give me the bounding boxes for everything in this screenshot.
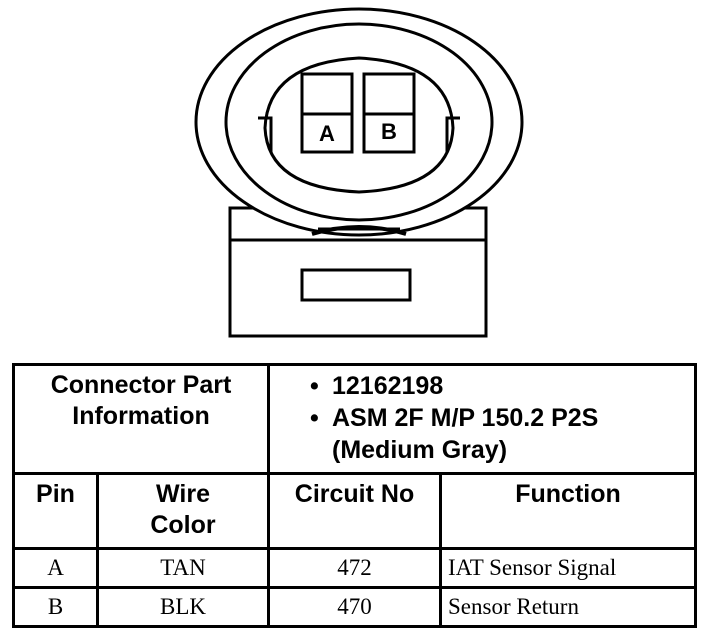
part-info-row: Connector Part Information •12162198 •AS… [12, 363, 698, 475]
part-number-2: •ASM 2F M/P 150.2 P2S [310, 404, 599, 432]
table-row: A TAN 472 IAT Sensor Signal [12, 547, 698, 589]
cell-wire-color: BLK [96, 586, 270, 628]
header-function: Function [438, 472, 698, 550]
pin-label-b: B [381, 119, 397, 144]
bullet-icon: • [310, 404, 319, 432]
cell-pin: A [12, 547, 99, 589]
cell-circuit-no: 472 [267, 547, 442, 589]
table-row: B BLK 470 Sensor Return [12, 586, 698, 628]
part-label-line2: Information [72, 402, 210, 430]
cell-function: Sensor Return [438, 586, 698, 628]
part-label-line1: Connector Part [50, 371, 232, 399]
cell-pin: B [12, 586, 99, 628]
keying-notch [311, 225, 407, 236]
header-circuit-no: Circuit No [267, 472, 442, 550]
part-info-values: •12162198 •ASM 2F M/P 150.2 P2S (Medium … [266, 363, 698, 475]
part-info-label: Connector Part Information [12, 363, 270, 475]
right-latch [445, 116, 460, 152]
connector-diagram: A B [194, 7, 524, 338]
cell-wire-color: TAN [96, 547, 270, 589]
connector-outer-shell [194, 7, 524, 237]
cell-circuit-no: 470 [267, 586, 442, 628]
left-latch [258, 116, 273, 152]
connector-inner-ring [263, 56, 455, 194]
connector-mid-ring [224, 22, 494, 222]
locking-tab-slot [300, 268, 412, 302]
pin-label-a: A [319, 121, 335, 146]
part-color: (Medium Gray) [332, 436, 508, 464]
bullet-icon: • [310, 372, 319, 400]
part-number-1: •12162198 [310, 372, 444, 400]
header-pin: Pin [12, 472, 99, 550]
cell-function: IAT Sensor Signal [438, 547, 698, 589]
column-header-row: Pin Wire Color Circuit No Function [12, 472, 698, 550]
connector-info-table: Connector Part Information •12162198 •AS… [12, 363, 698, 628]
header-wire-color: Wire Color [96, 472, 270, 550]
